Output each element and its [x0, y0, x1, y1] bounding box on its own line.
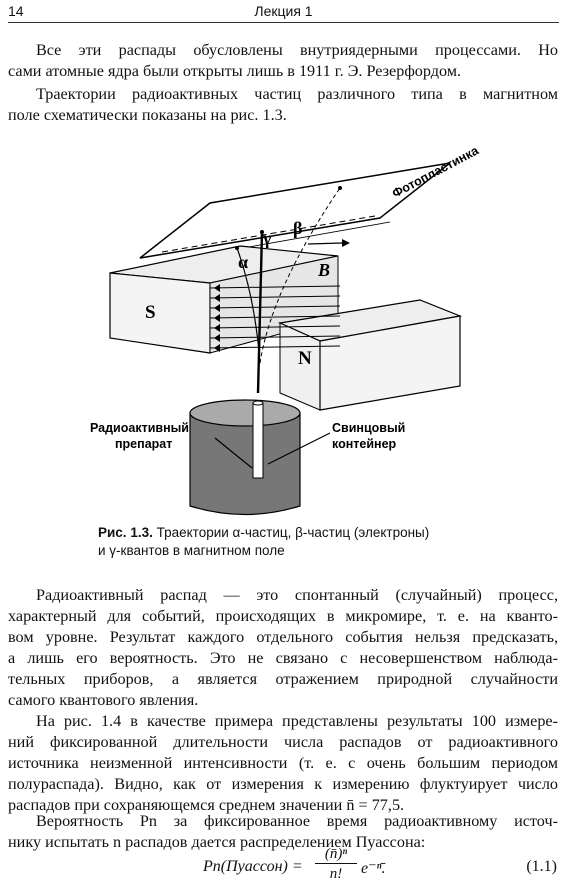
label-south-pole: S — [145, 302, 156, 323]
source-leader-line — [214, 437, 253, 469]
gamma-trajectory — [256, 231, 264, 394]
text-line: сами атомные ядра были открыты лишь в 19… — [8, 62, 462, 80]
south-magnet-front — [109, 272, 211, 354]
paragraph-intro-1: Все эти распады обусловлены внутриядерны… — [8, 40, 558, 82]
label-b-vector: B — [317, 260, 330, 280]
lead-container-top — [189, 399, 301, 427]
text-line: поле схематически показаны на рис. 1.3. — [8, 106, 287, 124]
formula-lhs: Pn(Пуассон) = — [203, 858, 303, 875]
text-line: вом уровне. Результат каждого отдельного… — [8, 628, 558, 646]
text-line: распадов при сохраняющемся среднем значе… — [8, 796, 405, 814]
paragraph-intro-2: Траектории радиоактивных частиц различно… — [8, 84, 558, 126]
lead-container-body — [189, 412, 301, 516]
label-container-line-2: контейнер — [332, 437, 397, 451]
label-beta: β — [293, 218, 302, 238]
caption-line-2: и γ-квантов в магнитном поле — [98, 543, 285, 558]
container-leader-line — [267, 432, 331, 465]
beta-mark — [338, 186, 342, 190]
page-number: 14 — [8, 3, 24, 19]
text-line: Все эти распады обусловлены внутриядерны… — [36, 41, 558, 59]
running-header: 14 Лекция 1 — [8, 2, 559, 23]
label-gamma: γ — [262, 228, 272, 248]
b-vector-line — [307, 242, 343, 245]
running-title: Лекция 1 — [254, 3, 313, 19]
figure-caption: Рис. 1.3. Траектории α-частиц, β-частиц … — [98, 524, 518, 560]
text-line: Вероятность Pn за фиксированное время ра… — [36, 812, 558, 830]
paragraph-decay: Радиоактивный распад — это спонтанный (с… — [8, 585, 558, 711]
photoplate-dash-line — [161, 215, 376, 253]
paragraph-poisson: Вероятность Pn за фиксированное время ра… — [8, 811, 558, 853]
alpha-trajectory — [236, 247, 261, 364]
text-line: самого квантового явления. — [8, 691, 199, 709]
equation-number: (1.1) — [526, 858, 557, 875]
label-source-line-1: Радиоактивный — [90, 421, 189, 435]
paragraph-measurements: На рис. 1.4 в качестве примера представл… — [8, 711, 558, 816]
text-line: тельных приборов, а является отражением … — [8, 670, 558, 688]
label-source-line-2: препарат — [115, 437, 172, 451]
magnet-diagram: Фотопластинка γ β α B S N Радиоактивный … — [90, 148, 482, 516]
formula-denominator: n! — [329, 866, 343, 882]
beta-trajectory — [259, 187, 341, 364]
text-line: На рис. 1.4 в качестве примера представл… — [36, 712, 558, 730]
text-line: Радиоактивный распад — это спонтанный (с… — [36, 586, 558, 604]
field-lines — [209, 285, 341, 349]
field-arrowheads — [214, 284, 220, 352]
formula-numerator: (n̄)ⁿ — [315, 846, 357, 864]
text-line: полураспада). Видно, как от измерения к … — [8, 775, 558, 793]
text-line: а лишь его вероятность. Это не связано с… — [8, 649, 558, 667]
label-alpha: α — [238, 252, 248, 272]
north-magnet-front — [319, 315, 461, 411]
label-north-pole: N — [298, 348, 312, 369]
gamma-mark — [260, 230, 264, 234]
text-line: ний фиксированной длительности числа рас… — [8, 733, 558, 751]
caption-line-1: Траектории α-частиц, β-частиц (электроны… — [152, 525, 430, 540]
text-line: нику испытать n распадов дается распреде… — [8, 833, 426, 851]
formula-exponential: e⁻ⁿ̄. — [361, 860, 386, 877]
text-line: источника неизменной интенсивности (т. е… — [8, 754, 558, 772]
source-well — [252, 402, 264, 479]
text-line: характерный для событий, происходящих в … — [8, 607, 558, 625]
text-line: Траектории радиоактивных частиц различно… — [36, 85, 558, 103]
b-vector-arrowhead — [342, 239, 350, 247]
caption-number: Рис. 1.3. — [98, 525, 153, 540]
label-container-line-1: Свинцовый — [332, 421, 405, 435]
photoplate-shape — [139, 162, 451, 259]
alpha-mark — [235, 246, 239, 250]
source-opening — [252, 400, 264, 406]
